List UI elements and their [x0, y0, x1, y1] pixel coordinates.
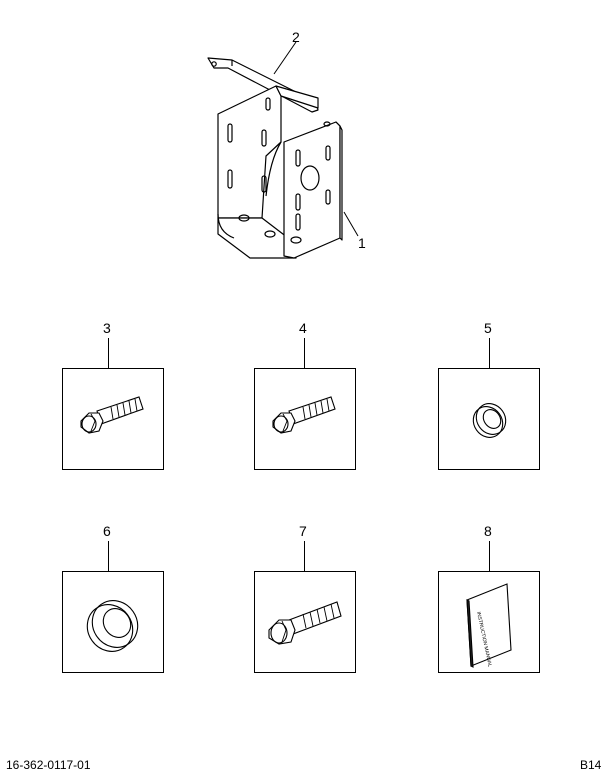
part-6-box	[62, 571, 164, 673]
leader-8	[489, 541, 490, 571]
washer-icon	[472, 403, 507, 438]
part-4-box	[254, 368, 356, 470]
callout-6: 6	[103, 523, 111, 539]
part-5-box	[438, 368, 540, 470]
washer-icon	[86, 600, 139, 652]
instruction-manual-icon: INSTRUCTION MANUAL	[466, 583, 512, 668]
leader-3	[108, 338, 109, 368]
bracket-icon	[217, 85, 343, 259]
leader-5	[489, 338, 490, 368]
part-3-box	[62, 368, 164, 470]
leader-7	[304, 541, 305, 571]
part-7-box	[254, 571, 356, 673]
callout-1: 1	[358, 235, 366, 251]
sheet-code: B14	[580, 758, 602, 772]
callout-5: 5	[484, 320, 492, 336]
hex-bolt-icon	[268, 601, 342, 645]
drawing-number: 16-362-0117-01	[6, 758, 91, 772]
callout-7: 7	[299, 523, 307, 539]
callout-3: 3	[103, 320, 111, 336]
callout-8: 8	[484, 523, 492, 539]
bracket-assembly-illustration	[207, 41, 359, 259]
callout-2: 2	[292, 29, 300, 45]
leader-4	[304, 338, 305, 368]
hex-bolt-icon	[80, 396, 144, 434]
leader-6	[108, 541, 109, 571]
part-8-box: INSTRUCTION MANUAL	[438, 571, 540, 673]
hex-bolt-icon	[272, 396, 336, 434]
callout-4: 4	[299, 320, 307, 336]
